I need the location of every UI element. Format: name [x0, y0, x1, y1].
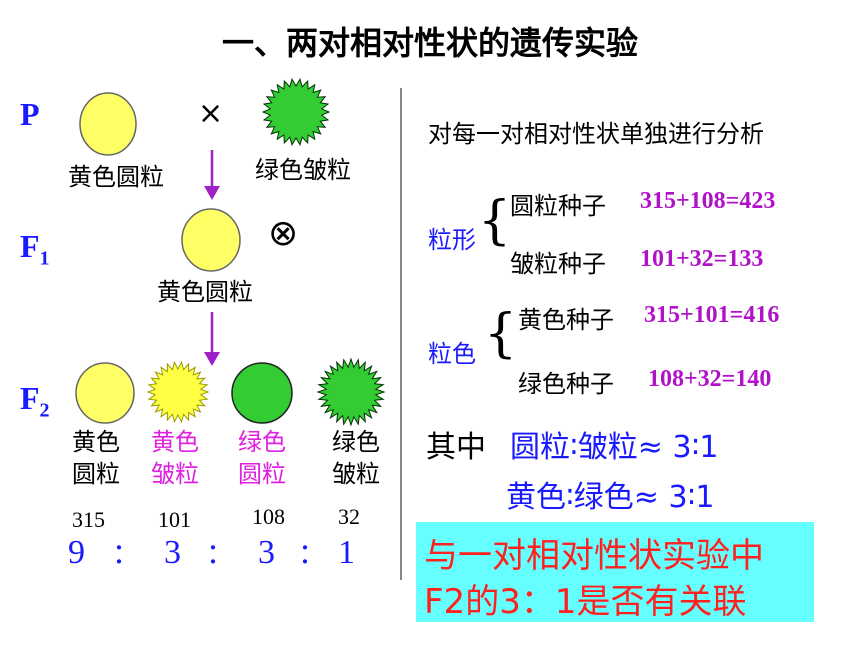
- color-group-label: 粒色: [428, 340, 476, 368]
- green-seed-calc: 108+32=140: [648, 366, 772, 392]
- shape-group-brace: {: [478, 191, 512, 251]
- f2-label-green-round: 绿色圆粒: [238, 428, 286, 488]
- wrinkled-seed-calc: 101+32=133: [640, 246, 764, 272]
- ratio-separator-1: ：: [112, 539, 141, 570]
- ratio-value-3: 3: [258, 534, 275, 571]
- round-seed-calc: 315+108=423: [640, 188, 776, 214]
- cross-symbol: ×: [198, 96, 224, 131]
- p-parent1-label: 黄色圆粒: [68, 163, 164, 191]
- slide-title: 一、两对相对性状的遗传实验: [221, 24, 638, 62]
- ratio-value-2: 3: [164, 534, 181, 571]
- green-wrinkled-seed-icon: [261, 77, 331, 147]
- yellow-round-seed-icon: [79, 92, 137, 156]
- generation-p-label: P: [20, 96, 40, 132]
- f2-yellow-round-seed-icon: [75, 362, 135, 424]
- green-seed-label: 绿色种子: [518, 370, 614, 398]
- yellow-seed-calc: 315+101=416: [644, 302, 780, 328]
- f1-label: 黄色圆粒: [157, 278, 253, 306]
- p-parent2-label: 绿色皱粒: [255, 156, 351, 184]
- arrow-f1-to-f2-icon: [204, 312, 220, 366]
- f2-yellow-wrinkled-seed-icon: [146, 360, 210, 424]
- question-line-1: 与一对相对性状实验中: [424, 536, 764, 576]
- ratio-separator-3: ：: [298, 539, 327, 570]
- f2-label-yellow-round: 黄色圆粒: [72, 428, 120, 488]
- column-divider: [400, 88, 402, 580]
- among-label: 其中: [426, 430, 486, 465]
- shape-ratio-text: 圆粒∶皱粒≈ 3∶1: [510, 430, 719, 465]
- f2-count-green-round: 108: [252, 504, 285, 529]
- ratio-separator-2: ：: [206, 539, 235, 570]
- ratio-value-4: 1: [338, 534, 355, 571]
- round-seed-label: 圆粒种子: [510, 192, 606, 220]
- wrinkled-seed-label: 皱粒种子: [510, 250, 606, 278]
- shape-group-label: 粒形: [428, 226, 476, 254]
- f2-green-round-seed-icon: [231, 362, 293, 424]
- arrow-p-to-f1-icon: [204, 150, 220, 200]
- self-cross-symbol: ⊗: [268, 213, 299, 254]
- generation-f2-label: F2: [20, 380, 50, 422]
- color-ratio-text: 黄色∶绿色≈ 3∶1: [506, 480, 715, 515]
- f2-count-yellow-wrinkled: 101: [158, 507, 191, 532]
- analysis-heading: 对每一对相对性状单独进行分析: [428, 120, 764, 148]
- ratio-value-1: 9: [68, 534, 85, 571]
- f2-green-wrinkled-seed-icon: [316, 357, 386, 427]
- f2-label-green-wrinkled: 绿色皱粒: [332, 428, 380, 488]
- f1-yellow-round-seed-icon: [181, 208, 241, 272]
- f2-count-yellow-round: 315: [72, 507, 105, 532]
- color-group-brace: {: [484, 304, 518, 364]
- f2-label-yellow-wrinkled: 黄色皱粒: [151, 428, 199, 488]
- f2-count-green-wrinkled: 32: [338, 504, 360, 529]
- question-box: [416, 522, 814, 622]
- generation-f1-label: F1: [20, 228, 50, 270]
- question-line-2: F2的3：1是否有关联: [424, 582, 747, 622]
- yellow-seed-label: 黄色种子: [518, 306, 614, 334]
